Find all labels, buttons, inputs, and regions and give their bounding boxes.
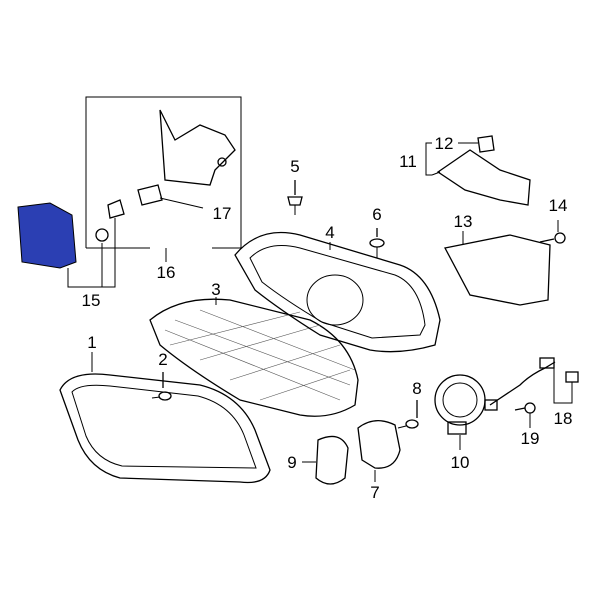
- leader-11: [425, 142, 432, 176]
- headlamp-1: [59, 373, 271, 484]
- clip-17: [217, 157, 227, 167]
- sensor-17: [137, 184, 163, 206]
- grille-frame-4: [234, 231, 441, 353]
- fog-bezel-9: [315, 435, 349, 485]
- inset-box-16: [85, 96, 242, 249]
- clip-15a: [107, 199, 125, 219]
- callout-16: 16: [157, 263, 176, 282]
- callout-11: 11: [399, 152, 417, 171]
- grommet-15: [95, 228, 109, 242]
- callout-4: 4: [325, 223, 334, 242]
- callout-7: 7: [370, 483, 379, 502]
- callout-14: 14: [549, 196, 568, 215]
- callout-1: 1: [87, 333, 96, 352]
- grille-frame-4-inner: [249, 245, 426, 339]
- screw-14: [539, 220, 566, 244]
- headlamp-1-inner: [71, 384, 257, 469]
- fog-cover-13: [444, 234, 551, 306]
- emblem-ring: [306, 274, 364, 326]
- grille-3-mesh: [164, 309, 356, 401]
- callout-8: 8: [412, 379, 421, 398]
- fog-lamp-7: [357, 420, 401, 469]
- radar-module-15-highlighted[interactable]: [17, 202, 77, 269]
- harness-18: [489, 361, 556, 406]
- leader-18: [553, 368, 573, 404]
- bolt-5: [287, 180, 303, 215]
- callout-2: 2: [158, 350, 167, 369]
- fog-lamp-10-inner: [442, 382, 478, 418]
- callout-15: 15: [82, 291, 101, 310]
- grille-3: [149, 298, 359, 417]
- callout-17: 17: [213, 204, 232, 223]
- callout-19: 19: [521, 429, 540, 448]
- callout-18: 18: [554, 409, 573, 428]
- connector-18c: [565, 371, 579, 383]
- callout-9: 9: [287, 453, 296, 472]
- callout-10: 10: [451, 453, 470, 472]
- leader-17: [159, 197, 204, 209]
- callout-6: 6: [372, 205, 381, 224]
- callout-13: 13: [454, 212, 473, 231]
- bracket-17: [159, 109, 236, 186]
- callout-12: 12: [435, 134, 454, 153]
- callout-3: 3: [211, 280, 220, 299]
- leader-15: [67, 218, 116, 288]
- screw-2: [151, 372, 172, 401]
- connector-18a: [484, 399, 498, 411]
- leader-11b: [431, 171, 441, 176]
- callout-5: 5: [290, 157, 299, 176]
- connector-18b: [539, 357, 555, 369]
- screw-8: [397, 400, 419, 429]
- fog-lamp-10-base: [447, 421, 467, 435]
- screw-6: [369, 228, 385, 258]
- screw-19: [514, 402, 536, 428]
- bracket-11: [436, 149, 531, 206]
- clip-12: [477, 135, 495, 153]
